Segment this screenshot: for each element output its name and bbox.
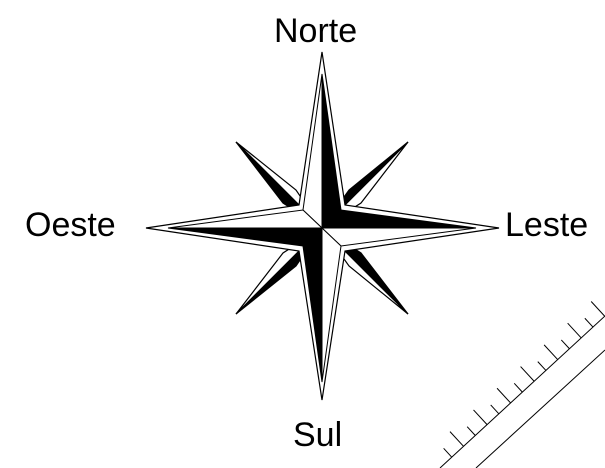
ruler-tick [491,405,499,414]
ruler-tick [514,383,522,392]
ruler-tick [544,345,558,360]
ruler-tick [444,448,452,457]
ruler-ticks [444,302,605,458]
cardinal-points [168,74,476,382]
south-label: Sul [293,418,342,452]
east-label: Leste [505,208,588,242]
compass-rose-icon [146,52,499,400]
ruler-tick [561,340,569,349]
ruler-tick [521,367,535,382]
ruler-tick [568,323,582,338]
ruler-icon [440,302,605,468]
ruler-tick [450,432,464,447]
west-label: Oeste [25,208,116,242]
ruler-tick [467,427,475,436]
ruler-tick [538,362,546,371]
ruler-tick [585,318,593,327]
ruler-tick [474,410,488,425]
north-label: Norte [274,14,357,48]
ruler-tick [497,388,511,403]
ruler-tick [591,302,605,317]
